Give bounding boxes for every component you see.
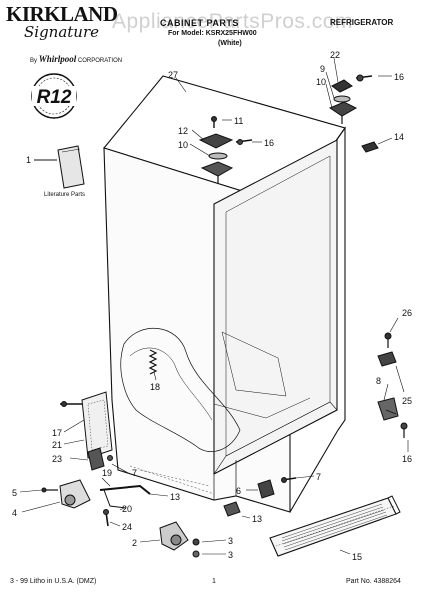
watermark: AppliancePartsPros.com — [112, 10, 353, 33]
callout-27: 27 — [168, 70, 178, 80]
callout-26: 26 — [402, 308, 412, 318]
by-prefix: By — [30, 58, 38, 64]
color-line: (White) — [218, 40, 242, 47]
category-label: REFRIGERATOR — [330, 18, 394, 27]
roller-assembly — [41, 479, 200, 558]
upper-hinge-assembly — [328, 74, 373, 124]
callout-19: 19 — [102, 468, 112, 478]
literature-parts-label: Literature Parts — [44, 192, 86, 198]
callout-13b: 13 — [252, 514, 262, 524]
callout-20: 20 — [122, 504, 132, 514]
kirkland-signature-logo: KIRKLAND Signature — [6, 2, 124, 41]
callout-3: 3 — [228, 536, 233, 546]
callout-2: 2 — [132, 538, 137, 548]
callout-7: 7 — [132, 468, 137, 478]
manufacturer-byline: By Whirlpool CORPORATION — [30, 54, 122, 64]
callout-9: 9 — [320, 64, 325, 74]
callout-23: 23 — [52, 454, 62, 464]
manufacturer-name: Whirlpool — [38, 54, 77, 64]
callout-13: 13 — [170, 492, 180, 502]
callout-12: 12 — [178, 126, 188, 136]
grille-clips — [223, 477, 297, 517]
callout-1: 1 — [26, 155, 31, 165]
callout-numbers: 27 22 9 10 16 11 12 10 16 14 1 26 18 8 2… — [12, 50, 412, 562]
callout-22: 22 — [330, 50, 340, 60]
brand-name: KIRKLAND — [6, 2, 118, 26]
plug-part — [361, 141, 379, 153]
lower-hinge-assembly — [377, 332, 408, 438]
footer-part-number: Part No. 4388264 — [346, 578, 401, 585]
callout-4: 4 — [12, 508, 17, 518]
callout-16b: 16 — [264, 138, 274, 148]
callout-16c: 16 — [402, 454, 412, 464]
callout-17: 17 — [52, 428, 62, 438]
callout-15: 15 — [352, 552, 362, 562]
callout-18: 18 — [150, 382, 160, 392]
callout-10b: 10 — [178, 140, 188, 150]
callout-16: 16 — [394, 72, 404, 82]
literature-parts-booklet — [34, 145, 85, 189]
callout-8: 8 — [376, 376, 381, 386]
model-line: For Model: KSRX25FHW00 — [168, 30, 257, 37]
footer-litho: 3 - 99 Litho in U.S.A. (DMZ) — [10, 578, 97, 585]
callout-11: 11 — [234, 116, 243, 126]
section-title: CABINET PARTS — [160, 18, 239, 28]
callout-3b: 3 — [228, 550, 233, 560]
callout-25: 25 — [402, 396, 412, 406]
callout-24: 24 — [122, 522, 132, 532]
cabinet-body — [103, 75, 346, 513]
leader-lines — [19, 57, 409, 555]
callout-5: 5 — [12, 488, 17, 498]
callout-7b: 7 — [316, 472, 321, 482]
manufacturer-suffix: CORPORATION — [77, 58, 123, 64]
brand-script: Signature — [24, 23, 100, 41]
callout-14: 14 — [394, 132, 404, 142]
leveling-leg-bracket — [60, 391, 113, 471]
r12-badge-text: R12 — [37, 87, 72, 108]
callout-10: 10 — [316, 77, 326, 87]
r12-badge: R12 — [31, 73, 77, 119]
callout-21: 21 — [52, 440, 62, 450]
toe-grille — [269, 495, 401, 557]
footer-page-number: 1 — [212, 578, 216, 585]
middle-hinge-assembly — [198, 116, 253, 184]
callout-6: 6 — [236, 486, 241, 496]
